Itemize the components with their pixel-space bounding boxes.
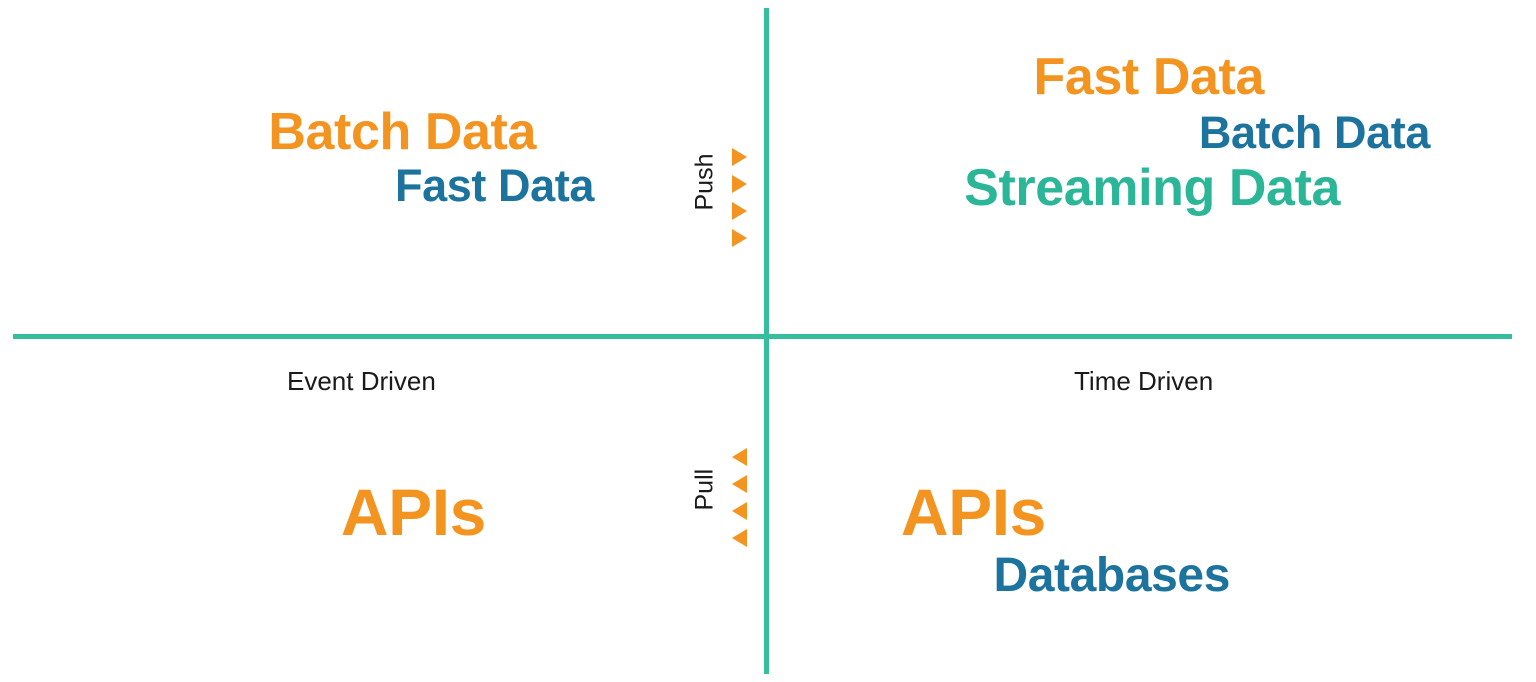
flow-push-label: Push <box>690 153 719 211</box>
axis-label-event-driven: Event Driven <box>287 366 436 396</box>
flow-pull-label: Pull <box>690 468 719 511</box>
horizontal-axis-line <box>13 334 1512 339</box>
arrow-right-icon <box>732 229 747 247</box>
quadrant-item-databases: Databases <box>993 548 1230 602</box>
quadrant-item-streaming-data: Streaming Data <box>964 158 1340 217</box>
arrow-left-icon <box>732 448 747 466</box>
flow-pull: Pull <box>690 448 747 547</box>
quadrant-item-apis: APIs <box>900 475 1047 549</box>
quadrant-item-fast-data: Fast Data <box>1033 48 1265 106</box>
quadrant-top-left: Batch Data Fast Data <box>0 105 620 210</box>
quadrant-bottom-right: APIs Databases <box>790 478 1260 601</box>
arrow-left-icon <box>732 475 747 493</box>
flow-push: Push <box>690 148 747 247</box>
quadrant-item-apis: APIs <box>340 475 487 549</box>
arrow-left-icon <box>732 502 747 520</box>
arrow-right-icon <box>732 202 747 220</box>
quadrant-item-batch-data: Batch Data <box>1198 107 1430 159</box>
flow-pull-arrows <box>732 448 747 547</box>
flow-push-arrows <box>732 148 747 247</box>
quadrant-top-right: Fast Data Batch Data Streaming Data <box>790 50 1450 215</box>
arrow-right-icon <box>732 175 747 193</box>
arrow-left-icon <box>732 529 747 547</box>
quadrant-item-fast-data: Fast Data <box>395 160 594 212</box>
axis-label-time-driven: Time Driven <box>1074 366 1214 396</box>
vertical-axis-line <box>764 8 769 674</box>
arrow-right-icon <box>732 148 747 166</box>
quadrant-item-batch-data: Batch Data <box>268 103 536 161</box>
quadrant-bottom-left: APIs <box>0 478 520 547</box>
